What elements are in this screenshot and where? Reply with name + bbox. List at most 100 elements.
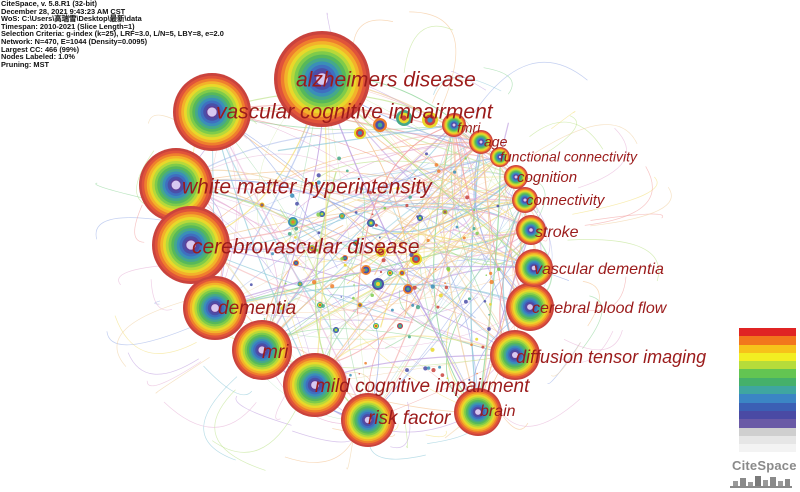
minor-node	[438, 293, 443, 298]
minor-node	[321, 304, 325, 308]
minor-node	[310, 181, 315, 186]
keyword-node	[516, 215, 546, 245]
minor-node	[370, 293, 374, 298]
keyword-node	[442, 113, 466, 137]
network-edge	[175, 184, 531, 308]
info-line: WoS: C:\Users\高瑞雪\Desktop\最新\data	[1, 14, 142, 24]
minor-node	[312, 280, 317, 285]
network-edge	[403, 25, 454, 73]
network-edge	[367, 300, 516, 356]
network-edge	[450, 70, 487, 91]
network-edge	[214, 265, 535, 309]
minor-node	[374, 223, 378, 227]
network-edge	[214, 267, 535, 314]
minor-node	[368, 191, 372, 195]
network-edge	[275, 172, 526, 211]
minor-node	[379, 250, 383, 254]
network-edge	[409, 11, 457, 107]
keyword-label: vascular dementia	[534, 261, 664, 278]
network-edge	[578, 127, 627, 189]
minor-node	[436, 305, 440, 309]
network-edge	[214, 296, 479, 321]
node-core	[171, 180, 181, 190]
network-edge	[367, 156, 501, 421]
minor-node	[340, 257, 344, 261]
minor-node	[463, 299, 468, 304]
network-edge	[150, 279, 173, 311]
network-edge	[499, 398, 581, 427]
network-edge	[534, 115, 577, 161]
minor-node	[330, 284, 335, 289]
minor-node	[408, 195, 412, 199]
node-core	[527, 304, 533, 310]
keyword-node	[183, 276, 247, 340]
building-icon	[730, 476, 792, 488]
legend-swatch	[739, 377, 796, 387]
network-edge	[450, 124, 516, 356]
keyword-node	[152, 206, 230, 284]
node-core	[316, 73, 328, 85]
network-edge	[154, 300, 161, 305]
minor-node	[425, 152, 428, 156]
network-edge	[551, 342, 581, 377]
minor-node	[416, 215, 419, 218]
network-edge	[163, 401, 257, 428]
network-edge	[567, 239, 659, 282]
network-edge	[384, 199, 526, 349]
network-edge	[277, 124, 455, 152]
network-edge	[374, 141, 482, 275]
minor-node	[401, 272, 403, 274]
network-edge	[483, 67, 513, 95]
legend-swatch	[739, 427, 796, 436]
keyword-label: cerebrovascular disease	[192, 236, 420, 259]
keyword-label: dementia	[218, 298, 296, 319]
minor-node	[271, 252, 274, 256]
info-line: Selection Criteria: g-index (k=25), LRF=…	[1, 29, 224, 39]
network-edge	[590, 213, 664, 221]
network-edge	[261, 199, 526, 351]
node-core	[529, 228, 533, 232]
network-edge	[367, 124, 456, 421]
network-edge	[571, 276, 627, 311]
minor-node	[261, 204, 263, 206]
network-edge	[477, 156, 501, 413]
network-edge	[155, 357, 210, 394]
minor-node	[375, 325, 377, 327]
network-edge	[175, 170, 532, 231]
keyword-node	[504, 165, 528, 189]
legend-swatch	[739, 444, 796, 453]
legend-swatch	[739, 344, 796, 353]
minor-node	[496, 204, 500, 208]
network-edge	[582, 295, 603, 349]
minor-node	[288, 302, 290, 305]
keyword-label: mild cognitive impairment	[315, 376, 530, 397]
keyword-label: cerebral blood flow	[532, 300, 668, 317]
info-line: CiteSpace, v. 5.8.R1 (32-bit)	[1, 0, 97, 8]
network-edge	[127, 352, 199, 375]
node-core	[514, 175, 518, 179]
network-edge	[477, 141, 492, 413]
minor-node	[453, 170, 457, 174]
minor-node	[343, 263, 347, 267]
minor-node	[345, 169, 349, 173]
keyword-label: fmri	[457, 120, 481, 136]
network-edge	[563, 330, 623, 351]
minor-node	[497, 267, 501, 272]
minor-node	[489, 279, 494, 285]
minor-node	[358, 131, 362, 135]
network-edge	[390, 172, 479, 413]
node-core	[512, 352, 518, 358]
network-edge	[402, 228, 532, 258]
keyword-label: diffusion tensor imaging	[516, 347, 706, 367]
minor-node	[430, 284, 435, 289]
minor-node	[341, 215, 343, 217]
network-edge	[270, 306, 531, 350]
network-edge	[430, 124, 463, 295]
node-core	[498, 155, 502, 159]
minor-node	[476, 372, 478, 375]
network-edge	[433, 76, 502, 96]
minor-node	[369, 221, 373, 225]
minor-node	[290, 193, 295, 198]
network-edge	[367, 229, 532, 421]
